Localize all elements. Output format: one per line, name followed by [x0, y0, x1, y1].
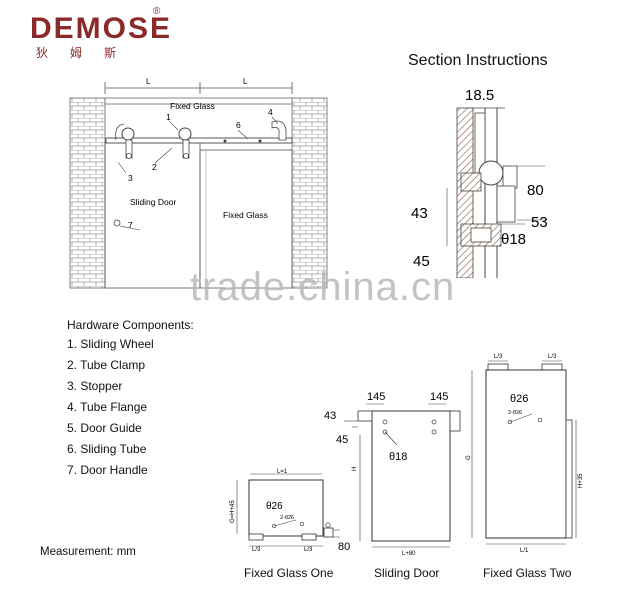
- caption-sliding-door: Sliding Door: [374, 566, 440, 580]
- caption-fixed-glass-two: Fixed Glass Two: [483, 566, 572, 580]
- label-fixed-glass: Fixed Glass: [223, 210, 268, 220]
- sd-hole: θ18: [389, 451, 407, 463]
- fg2-top-left: L/3: [494, 354, 503, 360]
- sliding-door-drawing: 145 145 43 45 θ18 H L+80: [324, 391, 461, 557]
- tube-flange: [271, 120, 287, 141]
- dim-43: 43: [411, 205, 428, 222]
- section-wheel: [478, 160, 504, 186]
- fg1-bottom-left: L/3: [252, 547, 261, 553]
- stopper: [115, 123, 125, 141]
- brand-chinese: 狄姆斯: [36, 46, 139, 60]
- dim-53: 53: [531, 214, 548, 231]
- fg1-hole: θ26: [266, 501, 283, 512]
- dim-right: L: [243, 77, 248, 86]
- right-wall: [291, 97, 328, 289]
- watermark: trade.china.cn: [190, 265, 456, 309]
- caption-fixed-glass-one: Fixed Glass One: [244, 566, 334, 580]
- fixed-glass-one-drawing: L=1 G=H+45 θ26 2-θ26 80 L/3 L/3: [230, 469, 350, 553]
- sd-45: 45: [336, 434, 348, 446]
- label-sliding-door: Sliding Door: [130, 197, 176, 207]
- sliding-tube: [105, 137, 293, 144]
- fg1-hole-small: 2-θ26: [280, 515, 294, 521]
- sliding-wheel-left: [121, 127, 135, 141]
- sd-145-left: 145: [367, 391, 385, 403]
- callout-7: 7: [128, 220, 133, 230]
- hardware-list: 1. Sliding Wheel 2. Tube Clamp 3. Stoppe…: [67, 337, 154, 484]
- fg1-top-dim: L=1: [277, 469, 288, 475]
- elevation-drawing: L L Fixed Glass Sliding Door Fixed Glass…: [69, 77, 328, 289]
- section-title: Section Instructions: [408, 52, 548, 69]
- measurement-note: Measurement: mm: [40, 546, 136, 558]
- hardware-item: 2. Tube Clamp: [67, 358, 146, 372]
- dim-theta-18: θ18: [501, 231, 526, 248]
- hardware-item: 6. Sliding Tube: [67, 442, 147, 456]
- sd-side: H: [352, 467, 358, 471]
- callout-4: 4: [268, 107, 273, 117]
- registered-mark: ®: [153, 6, 161, 17]
- brand-logo: DEMOSE: [30, 12, 173, 45]
- sliding-wheel-right: [178, 127, 192, 141]
- dim-left: L: [146, 77, 151, 86]
- callout-3: 3: [128, 173, 133, 183]
- fg2-bottom: L/1: [520, 548, 529, 554]
- fg2-side-left: G: [466, 455, 472, 460]
- section-wall: [456, 107, 474, 278]
- callout-1: 1: [166, 112, 171, 122]
- dim-80: 80: [527, 182, 544, 199]
- fg2-hole: θ26: [510, 393, 528, 405]
- hardware-title: Hardware Components:: [67, 318, 194, 332]
- hardware-item: 3. Stopper: [67, 379, 123, 393]
- dim-18-5: 18.5: [465, 87, 494, 104]
- callout-2: 2: [152, 162, 157, 172]
- fg1-dim-80: 80: [338, 541, 350, 553]
- sd-43: 43: [324, 410, 336, 422]
- label-fixed-glass-top: Fixed Glass: [170, 101, 215, 111]
- sd-bottom: L+80: [402, 551, 416, 557]
- hardware-item: 4. Tube Flange: [67, 400, 148, 414]
- fg2-top-right: L/3: [548, 354, 557, 360]
- hardware-item: 1. Sliding Wheel: [67, 337, 154, 351]
- callout-6: 6: [236, 120, 241, 130]
- fg1-bottom-right: L/3: [304, 547, 313, 553]
- fg2-side-right: H+35: [578, 473, 584, 488]
- left-wall: [69, 97, 106, 289]
- fg1-side-dim: G=H+45: [230, 500, 236, 523]
- hardware-item: 5. Door Guide: [67, 421, 142, 435]
- section-drawing: 18.5 80 43 53 θ18 45: [411, 87, 548, 278]
- sd-145-right: 145: [430, 391, 448, 403]
- fixed-glass-two-drawing: L/3 L/3 θ26 2-θ26 G H+35 L/1: [466, 354, 584, 554]
- hardware-item: 7. Door Handle: [67, 463, 148, 477]
- fg2-hole-small: 2-θ26: [508, 410, 522, 416]
- door-handle-icon: [113, 219, 121, 227]
- dim-45: 45: [413, 253, 430, 270]
